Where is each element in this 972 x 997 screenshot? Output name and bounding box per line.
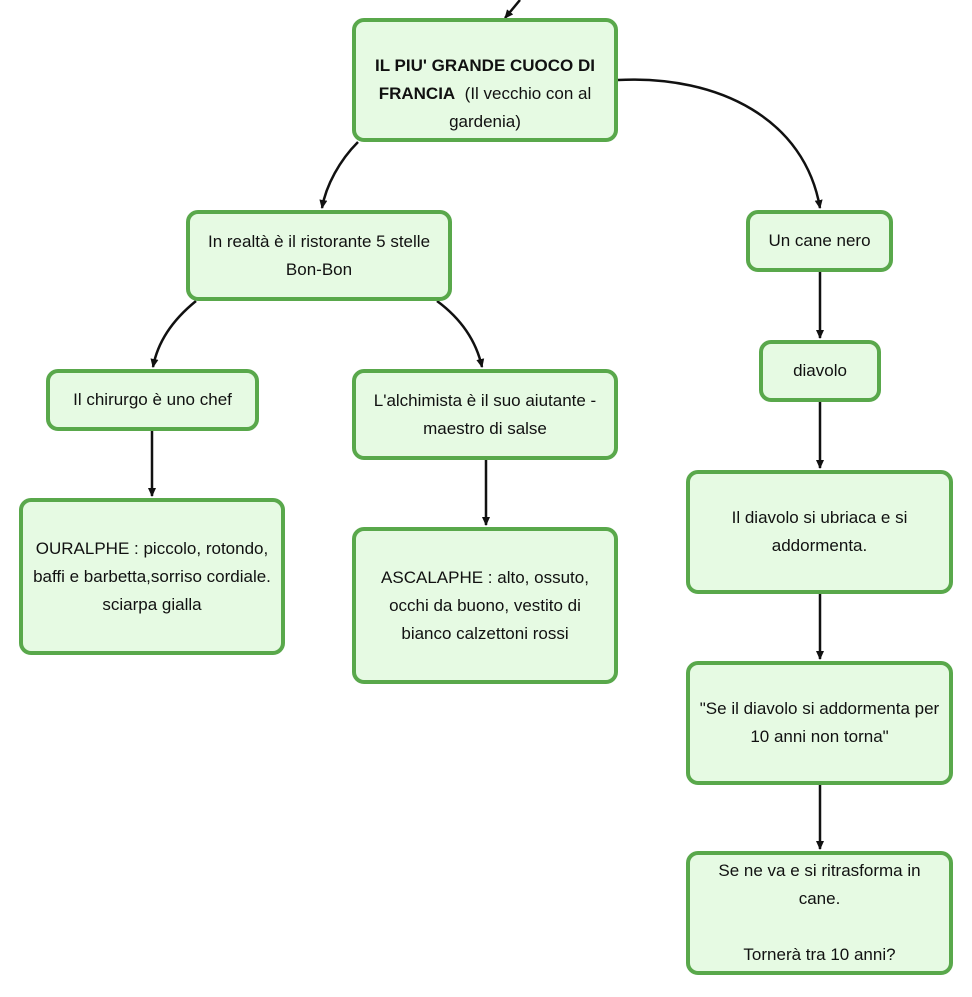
node-ubriaca[interactable]: Il diavolo si ubriaca e si addormenta. xyxy=(686,470,953,594)
node-chirurgo-text: Il chirurgo è uno chef xyxy=(73,390,232,409)
node-chirurgo[interactable]: Il chirurgo è uno chef xyxy=(46,369,259,431)
node-ascalaphe-text: ASCALAPHE : alto, ossuto, occhi da buono… xyxy=(381,567,589,643)
node-ristorante[interactable]: In realtà è il ristorante 5 stelle Bon-B… xyxy=(186,210,452,301)
node-ritrasforma[interactable]: Se ne va e si ritrasforma in cane. Torne… xyxy=(686,851,953,975)
node-ristorante-text: In realtà è il ristorante 5 stelle Bon-B… xyxy=(207,231,431,279)
node-addormenta-text: "Se il diavolo si addormenta per 10 anni… xyxy=(699,699,940,746)
edge-ristorante-to-chirurgo xyxy=(150,300,197,368)
node-ouralphe[interactable]: OURALPHE : piccolo, rotondo, baffi e bar… xyxy=(19,498,285,655)
node-ritrasforma-line2: Tornerà tra 10 anni? xyxy=(743,945,896,964)
node-alchimista[interactable]: L'alchimista è il suo aiutante - maestro… xyxy=(352,369,618,460)
node-ouralphe-text: OURALPHE : piccolo, rotondo, baffi e bar… xyxy=(33,538,271,614)
edge-root-to-ristorante xyxy=(319,141,359,209)
node-diavolo[interactable]: diavolo xyxy=(759,340,881,402)
node-root[interactable]: IL PIU' GRANDE CUOCO DI FRANCIA (Il vecc… xyxy=(352,18,618,142)
node-diavolo-text: diavolo xyxy=(793,361,847,380)
node-cane-text: Un cane nero xyxy=(768,231,871,250)
node-ritrasforma-content: Se ne va e si ritrasforma in cane. Torne… xyxy=(698,829,941,997)
edge-ristorante-to-alchimista xyxy=(436,299,485,368)
node-ritrasforma-line1: Se ne va e si ritrasforma in cane. xyxy=(718,861,921,908)
node-ascalaphe[interactable]: ASCALAPHE : alto, ossuto, occhi da buono… xyxy=(352,527,618,684)
edge-root-to-cane xyxy=(617,78,823,209)
node-cane-nero[interactable]: Un cane nero xyxy=(746,210,893,272)
node-addormenta-quote[interactable]: "Se il diavolo si addormenta per 10 anni… xyxy=(686,661,953,785)
edge-incoming-root xyxy=(504,0,521,19)
node-root-content: IL PIU' GRANDE CUOCO DI FRANCIA (Il vecc… xyxy=(364,24,606,136)
node-root-title: IL PIU' GRANDE CUOCO DI FRANCIA xyxy=(374,56,596,103)
node-alchimista-text: L'alchimista è il suo aiutante - maestro… xyxy=(373,390,597,438)
node-ubriaca-text: Il diavolo si ubriaca e si addormenta. xyxy=(731,508,908,555)
node-root-subtitle: (Il vecchio con al gardenia) xyxy=(449,84,592,131)
